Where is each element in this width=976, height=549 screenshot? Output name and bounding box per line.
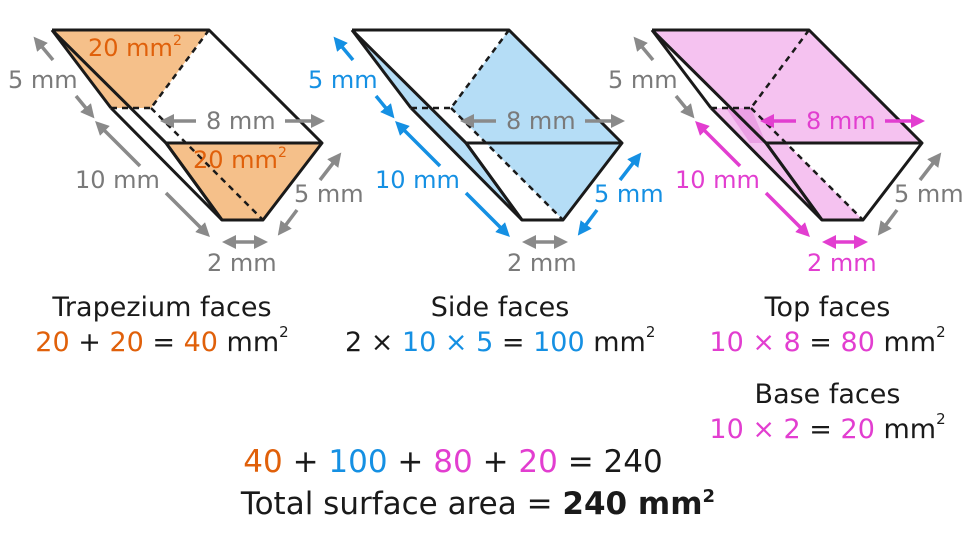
caption-title: Side faces — [430, 292, 570, 323]
slant-right-label: 5 mm — [894, 180, 964, 208]
length-label: 10 mm — [75, 166, 160, 194]
side-caption: Side faces 2 × 10 × 5 = 100 mm2 — [345, 290, 655, 360]
front-trapezium-area-label: 20 mm2 — [193, 145, 287, 174]
base-width-label: 2 mm — [207, 249, 277, 277]
trapezium-caption: Trapezium faces 20 + 20 = 40 mm2 — [22, 290, 302, 360]
base-width-label: 2 mm — [807, 249, 877, 277]
caption-equation: 20 + 20 = 40 mm2 — [35, 323, 289, 359]
slant-left-label: 5 mm — [308, 66, 378, 94]
caption-title: Top faces — [764, 292, 891, 323]
top-width-label: 8 mm — [506, 107, 576, 135]
total-surface-area: Total surface area = 240 mm2 — [240, 486, 716, 522]
caption-title: Trapezium faces — [52, 292, 272, 323]
back-trapezium-area-label: 20 mm2 — [88, 33, 182, 62]
total-sum-equation: 40 + 100 + 80 + 20 = 240 — [243, 444, 663, 480]
prism-side — [333, 28, 642, 249]
top-caption: Top faces 10 × 8 = 80 mm2 — [690, 290, 965, 360]
back-trapezium-face — [52, 30, 209, 108]
base-width-label: 2 mm — [507, 249, 577, 277]
slant-right-label: 5 mm — [594, 180, 664, 208]
front-trapezium-face — [166, 143, 322, 220]
top-face — [652, 30, 922, 143]
caption-equation: 2 × 10 × 5 = 100 mm2 — [345, 323, 656, 359]
top-width-label: 8 mm — [806, 107, 876, 135]
slant-left-label: 5 mm — [8, 66, 78, 94]
back-side-face — [451, 30, 622, 220]
length-label: 10 mm — [375, 166, 460, 194]
caption-title: Base faces — [754, 379, 901, 410]
base-caption: Base faces 10 × 2 = 20 mm2 — [690, 377, 965, 447]
length-label: 10 mm — [675, 166, 760, 194]
slant-left-label: 5 mm — [608, 66, 678, 94]
prism-top — [633, 28, 942, 249]
caption-equation: 10 × 2 = 20 mm2 — [709, 410, 946, 446]
prism-trapezium — [33, 28, 342, 249]
slant-right-label: 5 mm — [294, 180, 364, 208]
left-side-sliver — [352, 30, 522, 220]
caption-equation: 10 × 8 = 80 mm2 — [709, 323, 946, 359]
top-width-label: 8 mm — [206, 107, 276, 135]
